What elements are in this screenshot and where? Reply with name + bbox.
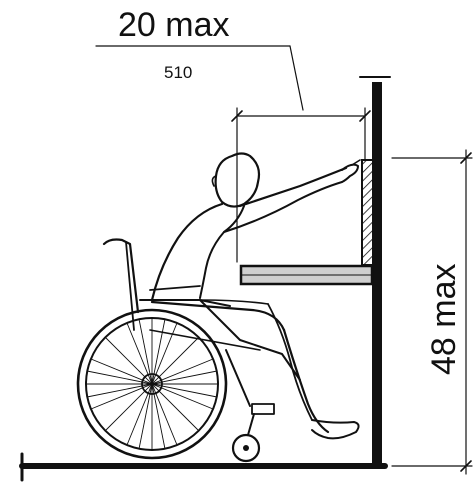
reach-depth-dimension (95, 45, 371, 263)
reach-height-label: 48 max (425, 264, 463, 376)
counter-obstruction (239, 264, 374, 286)
floor (19, 452, 388, 482)
reach-depth-label: 20 max (118, 6, 230, 44)
reach-height-dimension (391, 149, 473, 475)
wall-mounted-control (361, 159, 375, 266)
seated-person (150, 152, 361, 440)
wall (359, 76, 391, 469)
reach-depth-metric: 510 (164, 63, 192, 82)
